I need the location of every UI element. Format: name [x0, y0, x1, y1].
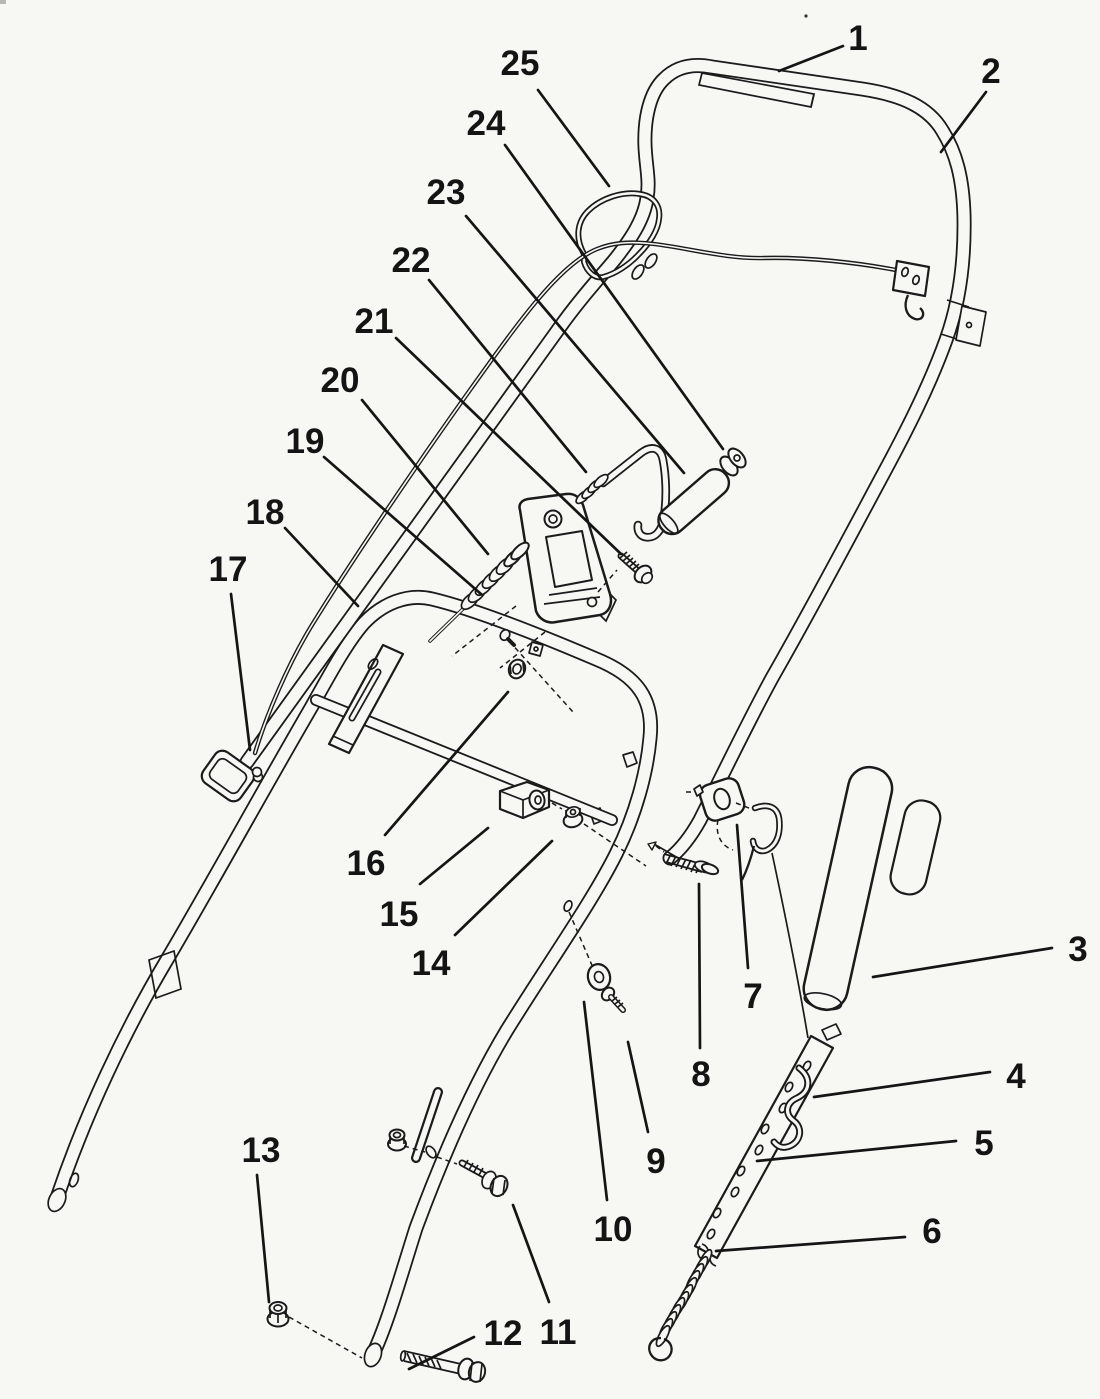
- scan-specks: [0, 0, 808, 18]
- leader-line-21: [394, 336, 623, 556]
- latch-lever: [686, 777, 783, 881]
- leader-line-4: [812, 1070, 992, 1099]
- nut-13-bolt-12: [266, 1301, 487, 1383]
- leader-line-14: [453, 839, 554, 937]
- cable-spring-conduit: [428, 541, 530, 643]
- extension-spring: [648, 1243, 713, 1362]
- leader-line-10: [582, 1000, 609, 1202]
- part-label-6: 6: [922, 1212, 941, 1251]
- latch-screw: [647, 841, 720, 876]
- leader-line-9: [626, 1040, 650, 1134]
- part-label-17: 17: [209, 550, 248, 589]
- handle-end-cap: [200, 749, 256, 803]
- leader-line-13: [255, 1173, 271, 1304]
- leader-line-16: [383, 690, 510, 837]
- leader-line-25: [536, 88, 611, 188]
- part-label-1: 1: [848, 19, 867, 58]
- shift-rod-tube: [657, 447, 747, 536]
- part-label-22: 22: [392, 241, 431, 280]
- part-label-3: 3: [1068, 930, 1087, 969]
- leader-line-20: [360, 398, 490, 556]
- leader-line-2: [939, 90, 988, 154]
- washer-and-bolt-9-10: [568, 911, 626, 1013]
- lever-bracket: [451, 492, 618, 669]
- grip-pad: [697, 72, 816, 108]
- part-label-4: 4: [1006, 1057, 1026, 1096]
- part-label-7: 7: [743, 977, 762, 1016]
- leader-line-12: [407, 1335, 476, 1371]
- part-label-19: 19: [286, 422, 325, 461]
- nut-clip-bolt-11: [387, 1128, 509, 1198]
- leader-line-24: [503, 143, 725, 451]
- part-label-8: 8: [691, 1055, 710, 1094]
- part-label-21: 21: [355, 302, 394, 341]
- part-label-25: 25: [501, 44, 540, 83]
- part-label-13: 13: [242, 1131, 281, 1170]
- leader-line-23: [464, 214, 686, 475]
- leader-line-19: [322, 455, 483, 596]
- leader-line-11: [511, 1203, 551, 1304]
- part-label-18: 18: [246, 493, 285, 532]
- leader-line-18: [283, 526, 360, 608]
- part-label-10: 10: [594, 1210, 633, 1249]
- leader-line-8: [697, 882, 702, 1050]
- part-label-11: 11: [540, 1313, 577, 1352]
- part-label-2: 2: [981, 52, 1000, 91]
- adjuster-wave-clip: [770, 1064, 812, 1151]
- control-cable: [251, 240, 931, 778]
- leader-line-7: [735, 823, 750, 970]
- rope-guide-loop: [575, 190, 663, 281]
- part-label-5: 5: [974, 1124, 993, 1163]
- bracket-screw: [597, 551, 654, 593]
- part-label-14: 14: [412, 944, 451, 983]
- part-label-15: 15: [380, 895, 419, 934]
- part-label-24: 24: [467, 104, 506, 143]
- adjuster-strip: [693, 1023, 842, 1267]
- leader-line-5: [755, 1139, 958, 1163]
- leader-line-17: [229, 592, 252, 752]
- upper-handle: [200, 58, 987, 866]
- cable-clamp-band: [940, 299, 987, 347]
- leader-line-15: [418, 826, 490, 886]
- part-label-12: 12: [484, 1314, 523, 1353]
- part-label-9: 9: [646, 1142, 665, 1181]
- part-label-16: 16: [347, 844, 386, 883]
- left-adjuster-strip: [327, 643, 405, 755]
- leader-line-3: [871, 946, 1054, 979]
- bolt-nut-16: [499, 628, 574, 713]
- part-label-23: 23: [427, 173, 466, 212]
- callout-leaders: [229, 44, 1054, 1371]
- leader-line-22: [427, 278, 588, 474]
- leader-line-1: [777, 44, 845, 73]
- handle-grip: [771, 765, 942, 1039]
- cable-clamp-15-nut-14: [498, 780, 647, 867]
- leader-line-6: [714, 1235, 907, 1253]
- part-label-20: 20: [321, 361, 360, 400]
- callout-labels: 1234567891011121314151617181920212223242…: [209, 19, 1088, 1353]
